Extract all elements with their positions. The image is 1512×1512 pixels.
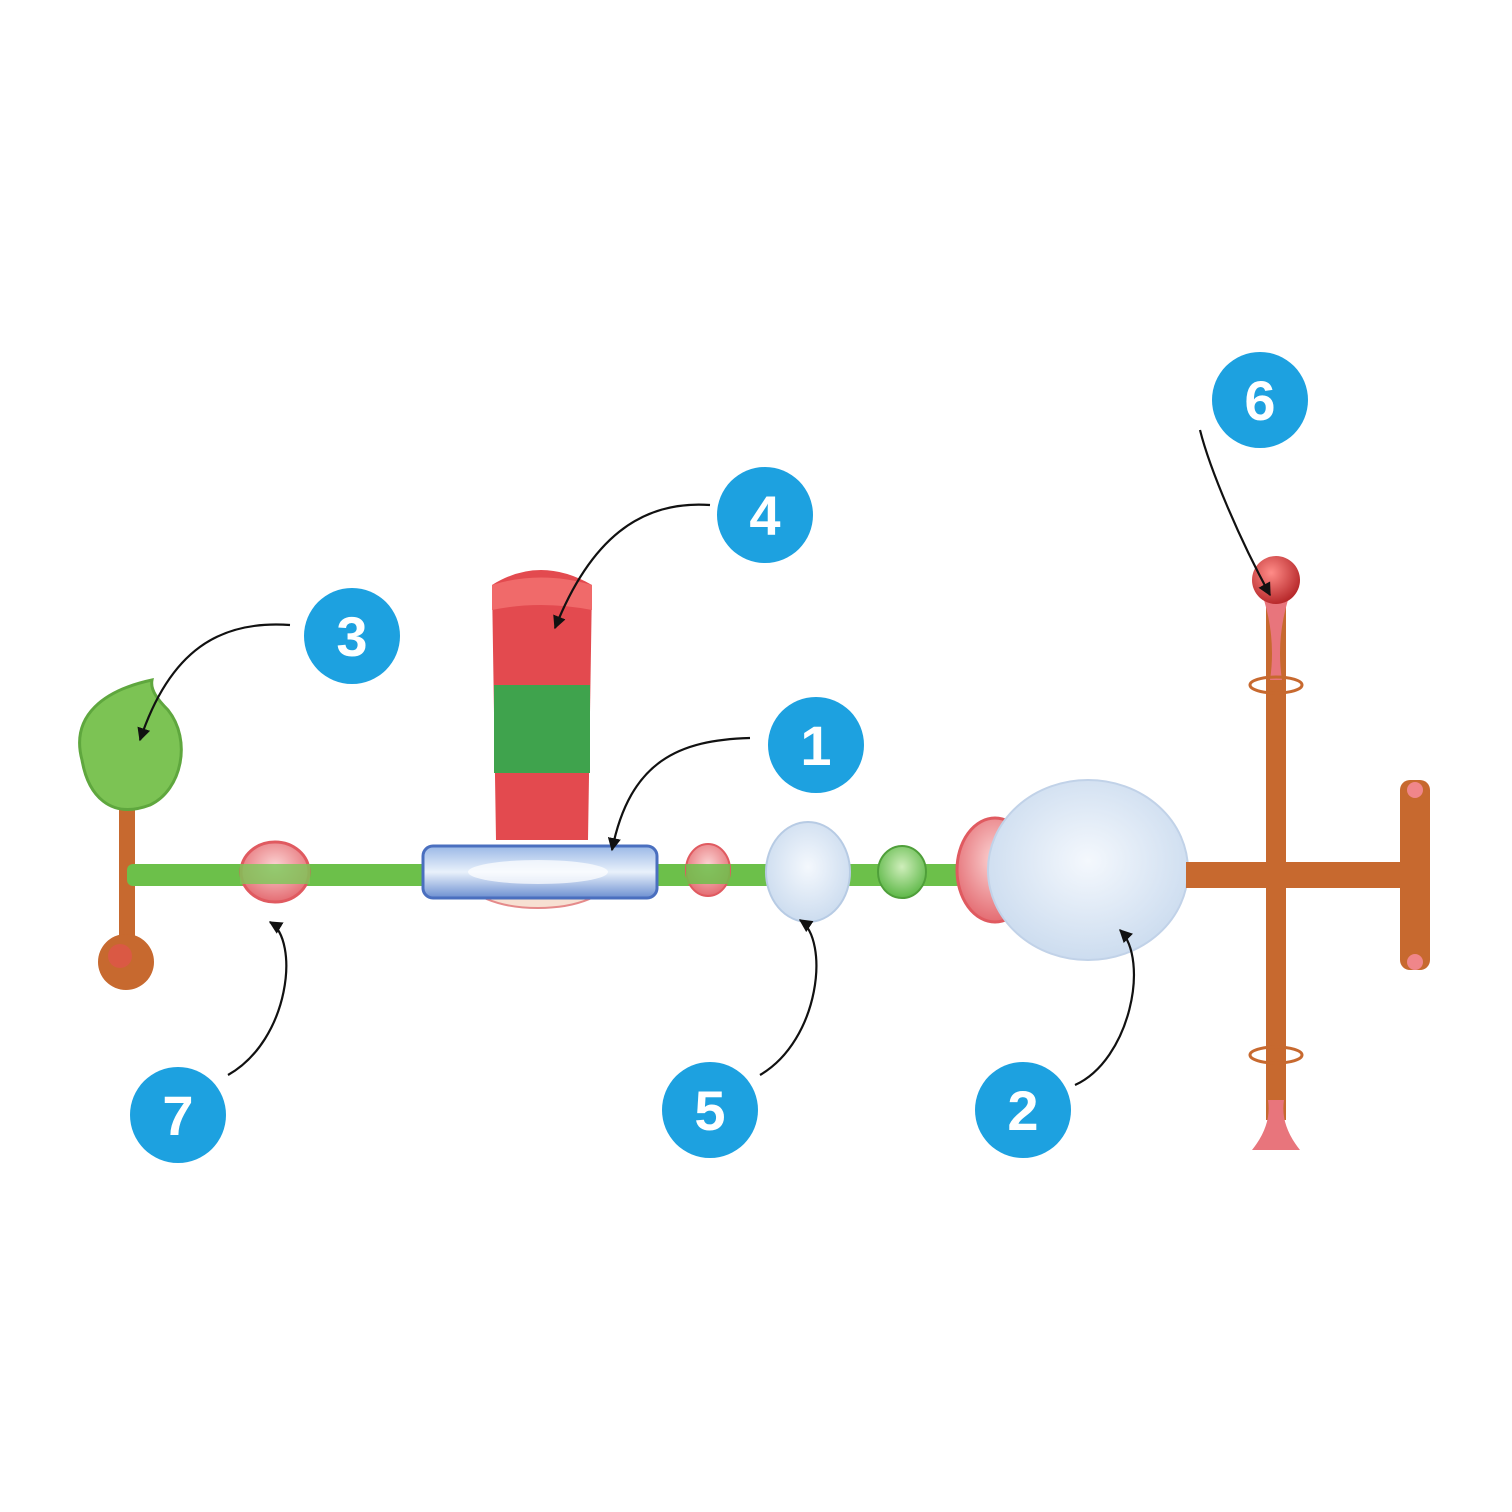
right-tbar <box>1400 780 1430 970</box>
arrow-7 <box>227 921 288 1076</box>
arrow-3 <box>137 623 291 742</box>
badge-5-label: 5 <box>694 1079 725 1142</box>
green-bead <box>877 845 927 899</box>
arrow-2 <box>1074 929 1135 1087</box>
pale-bead-5 <box>765 821 851 923</box>
left-stem <box>98 792 154 990</box>
blue-lens <box>421 844 659 909</box>
large-pale-disc <box>987 779 1189 961</box>
badge-1-label: 1 <box>800 714 831 777</box>
badge-7-label: 7 <box>162 1084 193 1147</box>
badge-3: 3 <box>304 588 400 684</box>
badge-3-label: 3 <box>336 605 367 668</box>
badge-4-label: 4 <box>749 484 780 547</box>
badge-7: 7 <box>130 1067 226 1163</box>
badge-5: 5 <box>662 1062 758 1158</box>
arrow-6 <box>1198 429 1271 597</box>
red-ball <box>1252 556 1300 604</box>
badge-4: 4 <box>717 467 813 563</box>
tall-column <box>492 570 592 840</box>
leaf-structure <box>78 678 183 811</box>
orange-connector <box>1186 862 1416 888</box>
badge-6-label: 6 <box>1244 369 1275 432</box>
arrow-1 <box>607 736 751 852</box>
arrow-5 <box>759 919 818 1076</box>
orange-shaft <box>1248 600 1304 1150</box>
badge-2: 2 <box>975 1062 1071 1158</box>
leader-arrows <box>137 429 1271 1087</box>
badge-2-label: 2 <box>1007 1079 1038 1142</box>
arrow-4 <box>553 503 711 630</box>
badge-1: 1 <box>768 697 864 793</box>
badge-6: 6 <box>1212 352 1308 448</box>
